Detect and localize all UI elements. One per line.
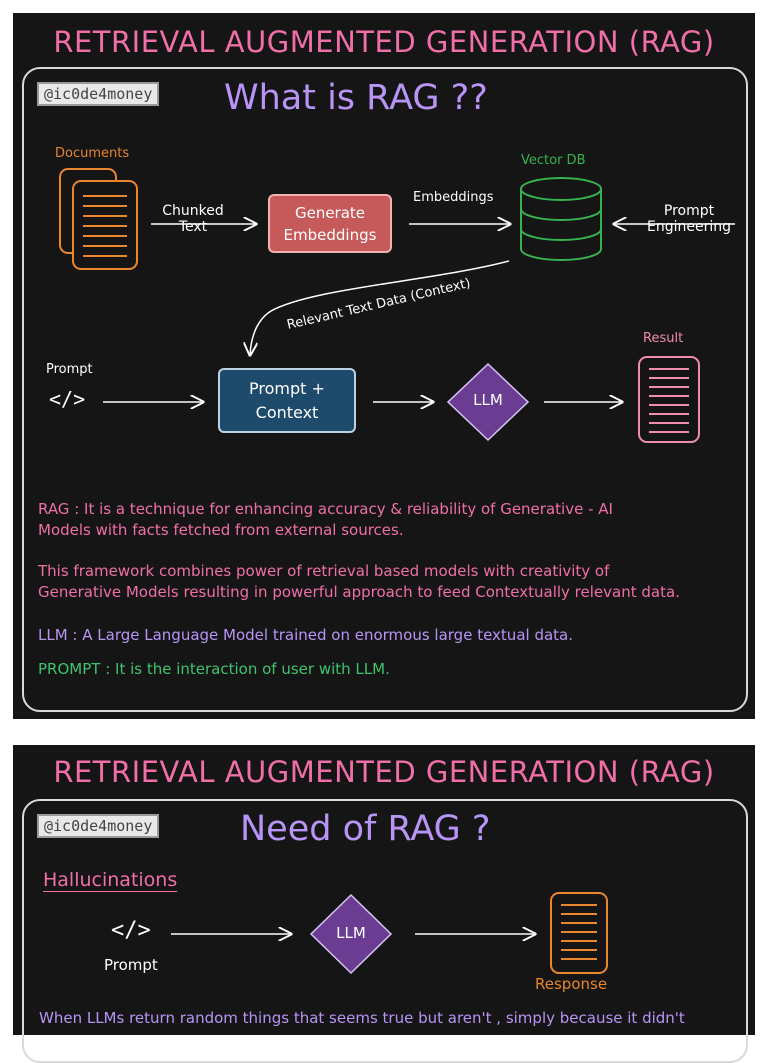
database-icon: [520, 177, 602, 261]
prompt-label: Prompt: [104, 956, 158, 974]
result-document-icon: [638, 356, 700, 443]
content-frame: [22, 67, 748, 712]
what-is-rag-panel: RETRIEVAL AUGMENTED GENERATION (RAG) @ic…: [13, 13, 755, 719]
llm-label: LLM: [473, 391, 503, 409]
panel-heading: RETRIEVAL AUGMENTED GENERATION (RAG): [53, 755, 715, 789]
rag-definition: RAG : It is a technique for enhancing ac…: [38, 500, 613, 539]
page-title: Need of RAG ?: [240, 809, 491, 849]
hallucinations-heading: Hallucinations: [43, 869, 178, 891]
need-of-rag-panel: RETRIEVAL AUGMENTED GENERATION (RAG) @ic…: [13, 745, 755, 1063]
embeddings-label: Embeddings: [413, 190, 494, 205]
hallucination-diagram: [171, 892, 608, 975]
prompt-definition: PROMPT : It is the interaction of user w…: [38, 660, 390, 678]
llm-diamond: [446, 362, 530, 442]
arrow-context: [250, 260, 510, 355]
response-label: Response: [535, 975, 608, 993]
framework-description: This framework combines power of retriev…: [38, 562, 680, 601]
vector-db-label: Vector DB: [521, 153, 586, 168]
code-icon: </>: [111, 918, 151, 943]
documents-label: Documents: [55, 146, 130, 161]
llm-label: LLM: [336, 924, 366, 942]
documents-icon: [59, 168, 138, 270]
llm-diamond: [309, 893, 393, 975]
page-title: What is RAG ??: [224, 78, 488, 118]
flow-diagram: Relevant Text Data (Context): [59, 168, 735, 443]
prompt-label: Prompt: [46, 362, 93, 377]
result-label: Result: [643, 331, 684, 346]
author-handle: @ic0de4money: [37, 82, 160, 106]
response-document-icon: [550, 892, 608, 974]
code-icon: </>: [49, 387, 86, 411]
llm-definition: LLM : A Large Language Model trained on …: [38, 626, 573, 644]
hallucination-description: When LLMs return random things that seem…: [39, 1009, 685, 1027]
panel-heading: RETRIEVAL AUGMENTED GENERATION (RAG): [53, 25, 715, 59]
author-handle: @ic0de4money: [37, 814, 160, 838]
prompt-context-box: Prompt +Context: [218, 368, 356, 433]
